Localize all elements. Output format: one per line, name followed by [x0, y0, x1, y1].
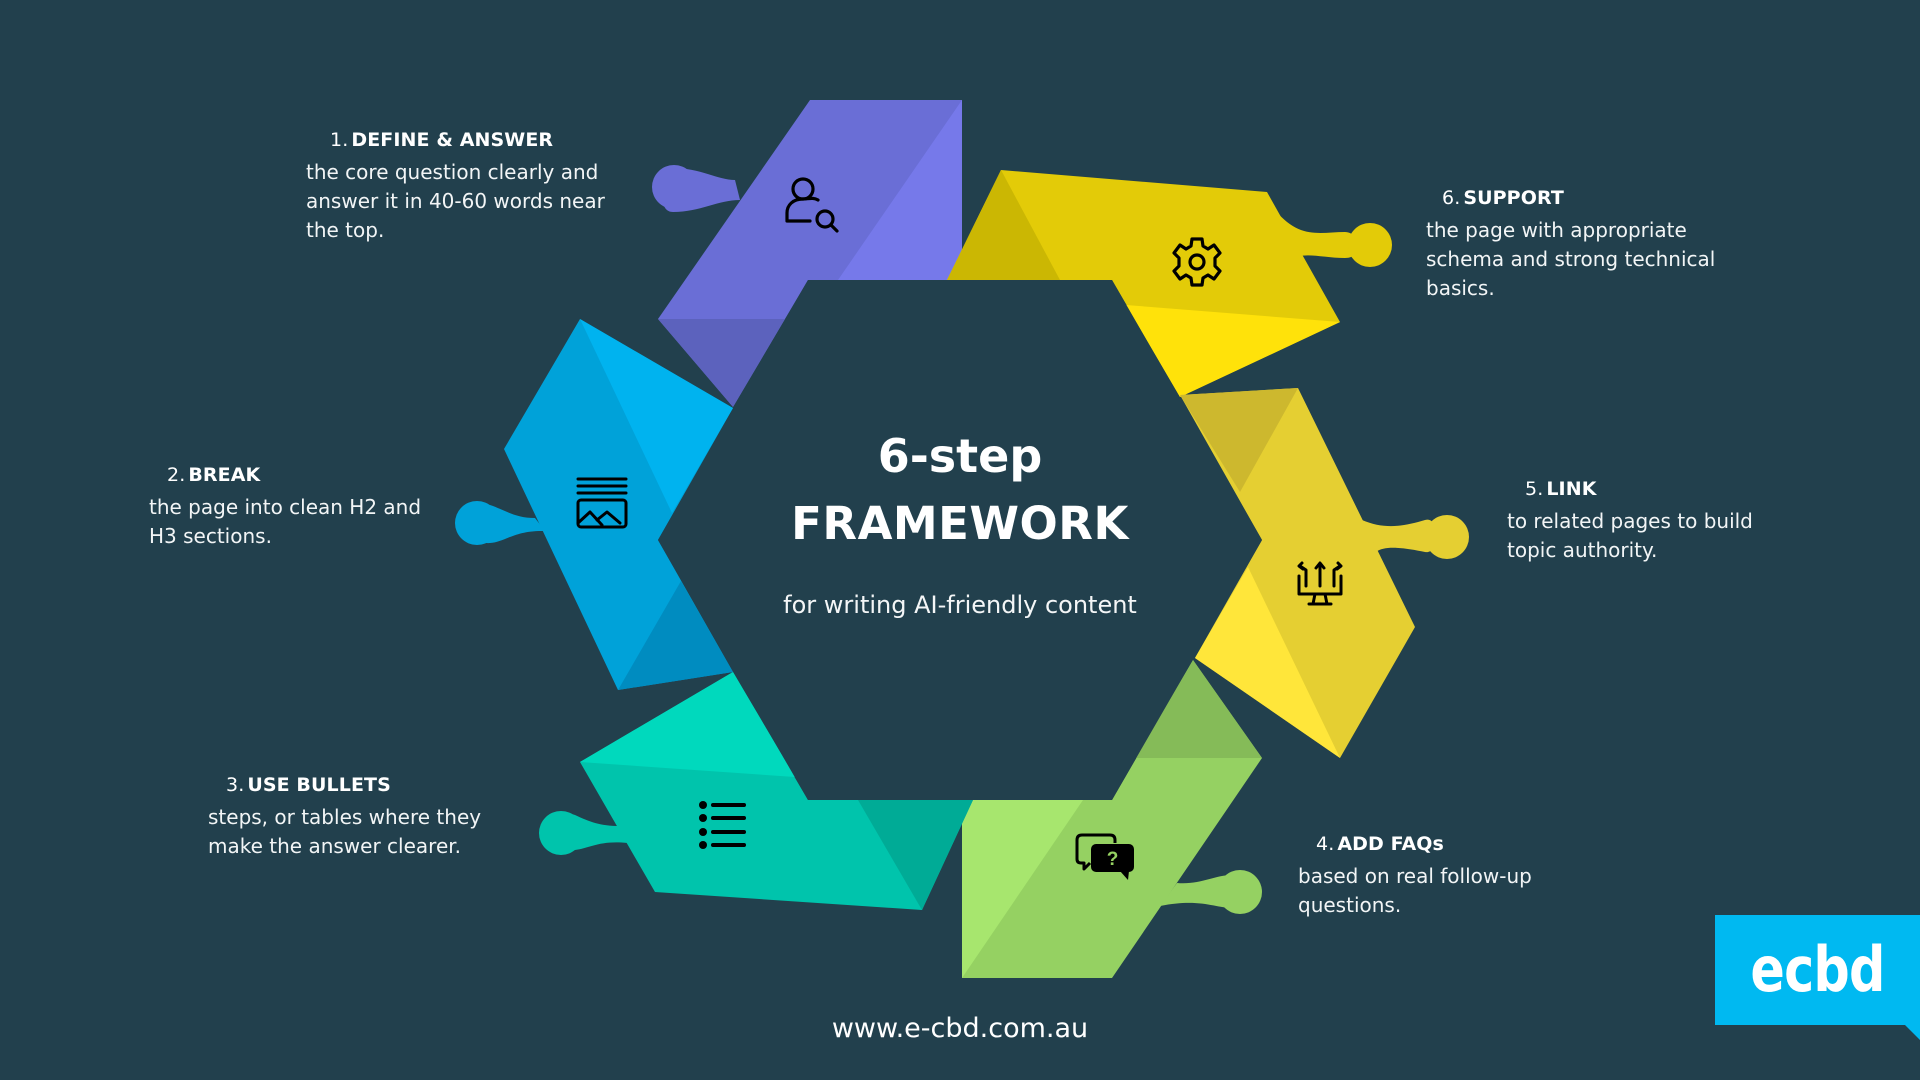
step-3-number: 3.	[226, 774, 245, 796]
segment-6-support	[947, 170, 1392, 397]
step-1-callout: 1.DEFINE & ANSWER the core question clea…	[306, 128, 606, 245]
segment-5-link	[1180, 388, 1469, 758]
step-1-number: 1.	[330, 129, 349, 151]
bullet-list-icon	[699, 801, 746, 849]
step-3-description: steps, or tables where they make the ans…	[208, 805, 482, 858]
step-2-callout: 2.BREAK the page into clean H2 and H3 se…	[149, 463, 439, 551]
step-4-description: based on real follow-up questions.	[1298, 864, 1532, 917]
center-title-line1: 6-step	[877, 429, 1043, 483]
step-2-heading: 2.BREAK	[149, 463, 439, 487]
step-6-description: the page with appropriate schema and str…	[1426, 218, 1716, 300]
step-5-callout: 5.LINK to related pages to build topic a…	[1507, 477, 1767, 565]
segment-3-use-bullets	[539, 672, 973, 910]
step-1-heading: 1.DEFINE & ANSWER	[306, 128, 606, 152]
network-share-icon	[1297, 561, 1343, 606]
center-hexagon	[658, 280, 1262, 800]
step-5-heading: 5.LINK	[1507, 477, 1767, 501]
step-6-callout: 6.SUPPORT the page with appropriate sche…	[1426, 186, 1726, 303]
segment-1-define-answer	[652, 100, 962, 407]
step-6-title: SUPPORT	[1463, 187, 1564, 209]
step-5-description: to related pages to build topic authorit…	[1507, 509, 1753, 562]
logo-text: ecbd	[1750, 933, 1885, 1006]
step-1-description: the core question clearly and answer it …	[306, 160, 605, 242]
step-3-callout: 3.USE BULLETS steps, or tables where the…	[208, 773, 508, 861]
step-3-title: USE BULLETS	[247, 774, 391, 796]
step-6-heading: 6.SUPPORT	[1426, 186, 1726, 210]
faq-chat-icon: ?	[1075, 833, 1134, 880]
segment-2-break	[455, 319, 733, 690]
step-2-title: BREAK	[188, 464, 261, 486]
step-4-heading: 4.ADD FAQs	[1298, 832, 1558, 856]
step-5-number: 5.	[1525, 478, 1544, 500]
step-2-description: the page into clean H2 and H3 sections.	[149, 495, 422, 548]
step-4-number: 4.	[1316, 833, 1335, 855]
step-6-number: 6.	[1442, 187, 1461, 209]
center-subtitle: for writing AI-friendly content	[783, 591, 1137, 619]
svg-text:?: ?	[1107, 849, 1119, 870]
step-2-number: 2.	[167, 464, 186, 486]
user-search-icon	[785, 177, 839, 233]
ecbd-logo[interactable]	[1715, 915, 1920, 1040]
step-5-title: LINK	[1546, 478, 1597, 500]
step-1-title: DEFINE & ANSWER	[351, 129, 554, 151]
step-3-heading: 3.USE BULLETS	[208, 773, 508, 797]
article-image-icon	[576, 477, 628, 529]
step-4-callout: 4.ADD FAQs based on real follow-up quest…	[1298, 832, 1558, 920]
center-title-line2: FRAMEWORK	[791, 497, 1129, 550]
gear-icon	[1172, 237, 1222, 287]
website-url-link[interactable]: www.e-cbd.com.au	[831, 1013, 1089, 1044]
segment-4-add-faqs	[962, 660, 1262, 978]
step-4-title: ADD FAQs	[1337, 833, 1444, 855]
